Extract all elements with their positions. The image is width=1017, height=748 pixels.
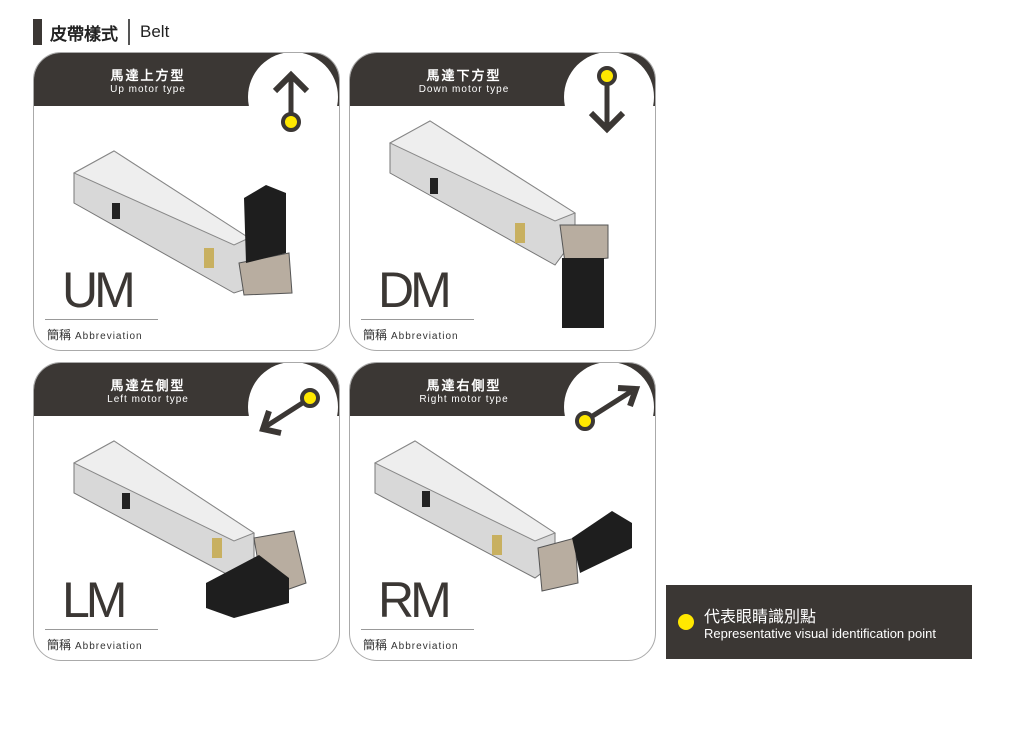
abbreviation-code: UM xyxy=(62,262,136,318)
card-title-zh: 馬達下方型 xyxy=(426,68,502,83)
legend-box: 代表眼睛識別點 Representative visual identifica… xyxy=(666,585,972,659)
arrow-left-icon xyxy=(259,388,320,436)
divider xyxy=(361,629,474,630)
card-title-zh: 馬達右側型 xyxy=(426,378,502,393)
actuator-image xyxy=(72,70,310,296)
divider xyxy=(361,319,474,320)
abbreviation-code: LM xyxy=(62,572,127,628)
title-zh: 皮帶樣式 xyxy=(50,24,118,44)
actuator-image xyxy=(388,66,626,328)
yellow-dot-icon xyxy=(678,614,694,630)
card-title-en: Up motor type xyxy=(110,84,186,95)
title-divider xyxy=(128,19,130,45)
card-title-en: Down motor type xyxy=(418,84,510,95)
legend-title-zh: 代表眼睛識別點 xyxy=(704,609,817,626)
card-title-zh: 馬達左側型 xyxy=(110,378,186,393)
actuator-image xyxy=(72,388,320,618)
title-en: Belt xyxy=(140,22,170,41)
abbreviation-code: DM xyxy=(378,262,452,318)
abbreviation-code: RM xyxy=(378,572,452,628)
title-marker xyxy=(33,19,42,45)
card-title-zh: 馬達上方型 xyxy=(110,68,186,83)
divider xyxy=(45,319,158,320)
card-title-en: Left motor type xyxy=(107,394,189,405)
divider xyxy=(45,629,158,630)
arrow-up-icon xyxy=(272,70,310,132)
arrow-down-icon xyxy=(588,66,626,134)
page-title: 皮帶樣式 Belt xyxy=(33,18,169,46)
legend-title-en: Representative visual identification poi… xyxy=(704,626,936,641)
actuator-image xyxy=(373,385,641,592)
arrow-right-icon xyxy=(575,385,641,431)
card-title-en: Right motor type xyxy=(419,394,509,405)
